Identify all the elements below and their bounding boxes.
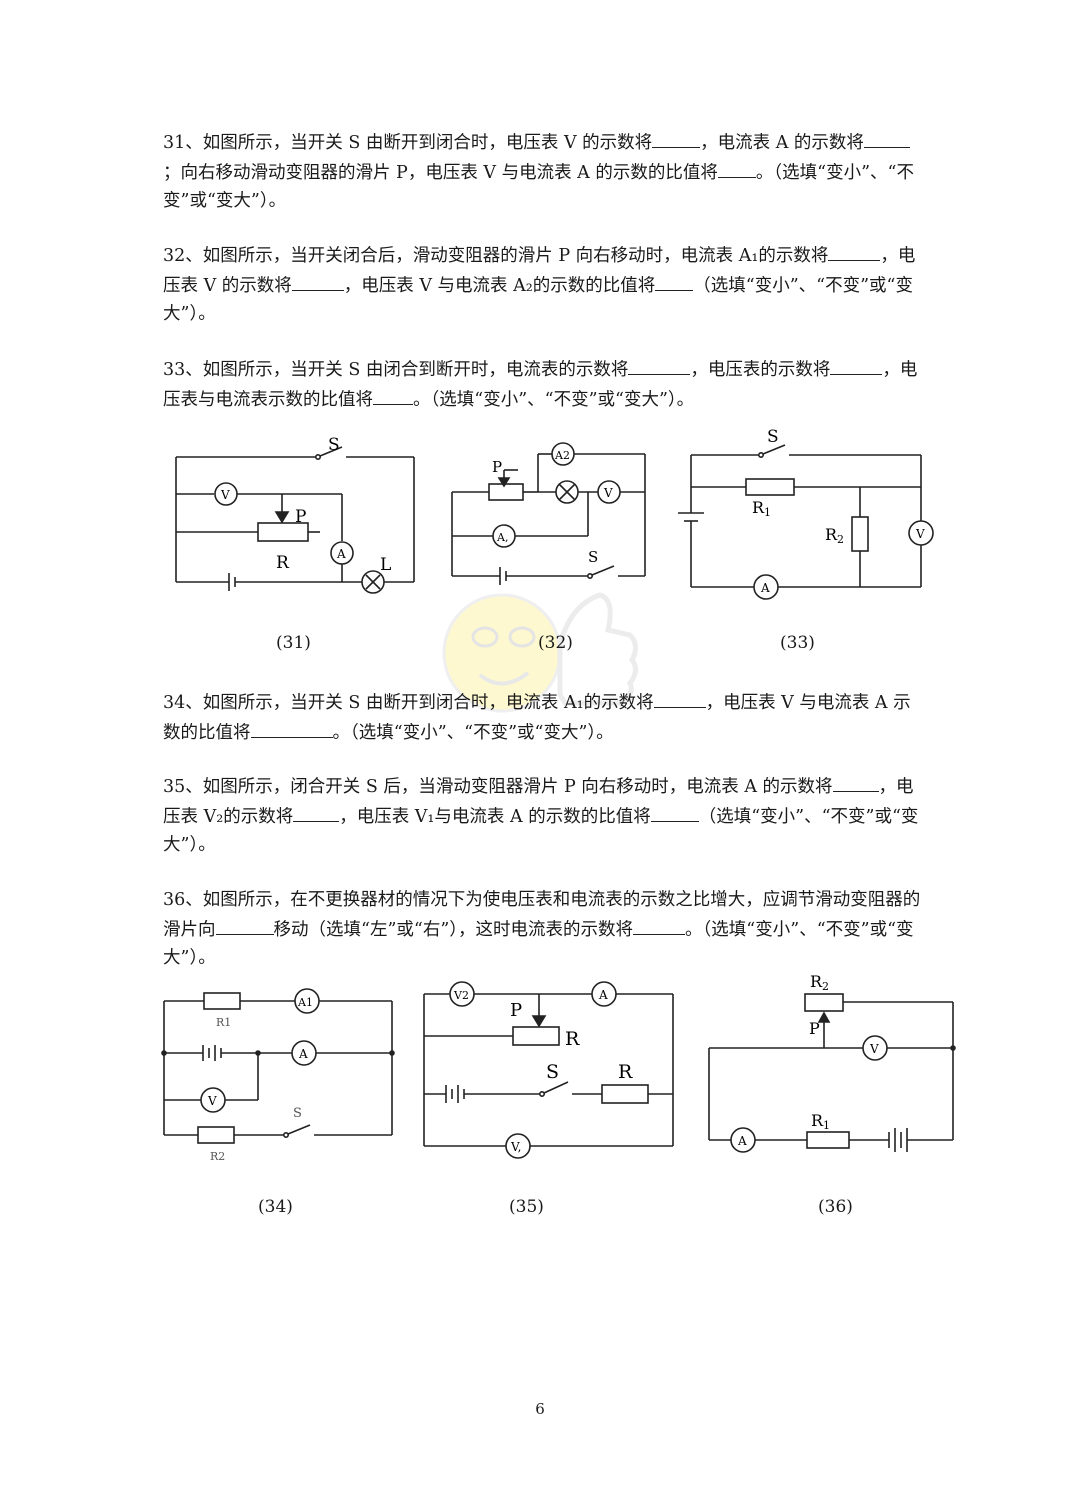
question-32: 32、如图所示，当开关闭合后，滑动变阻器的滑片 P 向右移动时，电流表 A₁的示… — [163, 241, 923, 329]
caption-31: (31) — [276, 633, 311, 653]
fig33-label-V: V — [915, 527, 925, 541]
fig32-label-V: V — [603, 486, 613, 500]
q36-blank-2[interactable] — [633, 915, 686, 935]
question-36: 36、如图所示，在不更换器材的情况下为使电压表和电流表的示数之比增大，应调节滑动… — [163, 886, 923, 973]
q34-text-3: 。（选填“变小”、“不变”或“变大”）。 — [332, 722, 614, 743]
watermark-logo — [440, 575, 650, 729]
q31-blank-2[interactable] — [863, 128, 910, 148]
fig33-label-R1: R1 — [752, 498, 771, 519]
q35-blank-1[interactable] — [832, 772, 879, 792]
q34-blank-1[interactable] — [653, 688, 706, 708]
circuit-diagram-34: R1 A1 A V S R2 — [158, 985, 398, 1169]
q34-text-1: 34、如图所示，当开关 S 由断开到闭合时，电流表 A₁的示数将 — [163, 693, 654, 713]
q32-text-2: ，电压表 V 的示数将 — [163, 246, 916, 296]
fig36-label-V: V — [869, 1042, 879, 1056]
question-33: 33、如图所示，当开关 S 由闭合到断开时，电流表的示数将 ，电压表的示数将，电压… — [163, 355, 923, 414]
q36-blank-1[interactable] — [215, 915, 274, 935]
q33-text-2: ，电压表的示数将 — [690, 360, 831, 380]
fig36-label-P: P — [809, 1019, 820, 1038]
fig34-label-A1: A1 — [297, 996, 313, 1009]
q36-text-3: 。（选填“变小”、“不变”或“变大”）。 — [163, 919, 914, 969]
fig32-label-A2: A2 — [554, 449, 570, 462]
fig33-label-S: S — [767, 427, 779, 447]
q33-blank-3[interactable] — [373, 385, 413, 405]
fig35-label-V2: V2 — [453, 989, 469, 1002]
caption-33: (33) — [780, 633, 815, 653]
caption-35: (35) — [509, 1197, 544, 1217]
q32-text-1: 32、如图所示，当开关闭合后，滑动变阻器的滑片 P 向右移动时，电流表 A₁的示… — [163, 246, 829, 266]
fig35-label-R-bottom: R — [618, 1061, 633, 1083]
fig36-label-R1: R1 — [811, 1111, 830, 1132]
fig33-label-A: A — [760, 581, 770, 595]
q36-text-2: 移动（选填“左”或“右”），这时电流表的示数将 — [273, 919, 634, 940]
q31-blank-3[interactable] — [717, 158, 756, 178]
q31-blank-1[interactable] — [652, 128, 701, 148]
fig35-label-S: S — [546, 1061, 559, 1083]
question-34: 34、如图所示，当开关 S 由断开到闭合时，电流表 A₁的示数将，电压表 V 与… — [163, 688, 923, 747]
q32-blank-2[interactable] — [291, 271, 344, 291]
q31-text-3: ；向右移动滑动变阻器的滑片 P，电压表 V 与电流表 A 的示数的比值将 — [163, 162, 718, 183]
circuit-diagram-31: S V P R A L — [170, 432, 420, 601]
fig34-label-R1: R1 — [216, 1016, 231, 1029]
fig33-label-R2: R2 — [825, 525, 844, 546]
fig32-label-S: S — [588, 548, 598, 566]
q33-text-4: 。（选填“变小”、“不变”或“变大”）。 — [413, 389, 695, 410]
question-35: 35、如图所示，闭合开关 S 后，当滑动变阻器滑片 P 向右移动时，电流表 A … — [163, 772, 923, 860]
q33-text-3: ，电压表与电流表示数的比值将 — [163, 360, 918, 410]
page-number: 6 — [535, 1400, 545, 1418]
fig34-label-V: V — [207, 1094, 217, 1108]
q34-text-2: ，电压表 V 与电流表 A 示数的比值将 — [163, 693, 911, 743]
q32-text-3: ，电压表 V 与电流表 A₂的示数的比值将 — [343, 275, 656, 296]
q31-text-1: 31、如图所示，当开关 S 由断开到闭合时，电压表 V 的示数将 — [163, 133, 653, 153]
question-31: 31、如图所示，当开关 S 由断开到闭合时，电压表 V 的示数将 ，电流表 A 的… — [163, 128, 923, 216]
q35-blank-2[interactable] — [293, 802, 340, 822]
q33-text-1: 33、如图所示，当开关 S 由闭合到断开时，电流表的示数将 — [163, 360, 629, 380]
fig31-label-A: A — [336, 547, 346, 561]
q32-blank-1[interactable] — [828, 241, 881, 261]
q32-text-4: （选填“变小”、“不变”或“变大”）。 — [163, 275, 913, 325]
q34-blank-2[interactable] — [250, 718, 333, 738]
q35-text-1: 35、如图所示，闭合开关 S 后，当滑动变阻器滑片 P 向右移动时，电流表 A … — [163, 777, 833, 797]
fig31-label-S: S — [328, 435, 340, 455]
caption-32: (32) — [538, 633, 573, 653]
q35-text-3: ，电压表 V₁与电流表 A 的示数的比值将 — [339, 806, 651, 827]
fig31-label-V: V — [220, 488, 230, 502]
caption-34: (34) — [258, 1197, 293, 1217]
fig35-label-V1: V, — [510, 1140, 521, 1154]
fig34-label-A: A — [298, 1047, 308, 1061]
fig35-label-R-top: R — [565, 1028, 580, 1050]
q36-text-1: 36、如图所示，在不更换器材的情况下为使电压表和电流表的示数之比增大，应调节滑动… — [163, 890, 921, 940]
q33-blank-2[interactable] — [830, 355, 883, 375]
fig34-label-S: S — [293, 1106, 302, 1121]
q31-text-2: ，电流表 A 的示数将 — [700, 133, 864, 153]
circuit-diagram-32: P A2 V A, S — [448, 436, 653, 590]
fig31-label-L: L — [380, 555, 391, 575]
q35-text-4: （选填“变小”、“不变”或“变大”）。 — [163, 806, 919, 856]
q33-blank-1[interactable] — [628, 355, 691, 375]
fig32-label-A1: A, — [496, 531, 508, 544]
fig35-label-A: A — [598, 988, 608, 1002]
fig32-label-P: P — [492, 458, 502, 476]
circuit-diagram-35: V2 P A R S R V, — [418, 978, 683, 1167]
caption-36: (36) — [818, 1197, 853, 1217]
fig36-label-A: A — [737, 1134, 747, 1148]
q35-text-2: ，电压表 V₂的示数将 — [163, 777, 914, 827]
q32-blank-3[interactable] — [655, 271, 694, 291]
fig36-label-R2: R2 — [810, 972, 829, 993]
fig35-label-P: P — [510, 1000, 522, 1021]
q35-blank-3[interactable] — [650, 802, 699, 822]
fig31-label-R: R — [276, 553, 290, 573]
circuit-diagram-33: S R1 R2 V A — [672, 425, 937, 604]
fig31-label-P: P — [295, 507, 306, 527]
q31-text-4: 。（选填“变小”、“不变”或“变大”）。 — [163, 162, 914, 212]
circuit-diagram-36: R2 P V A R1 — [703, 968, 958, 1162]
fig34-label-R2: R2 — [210, 1150, 225, 1163]
